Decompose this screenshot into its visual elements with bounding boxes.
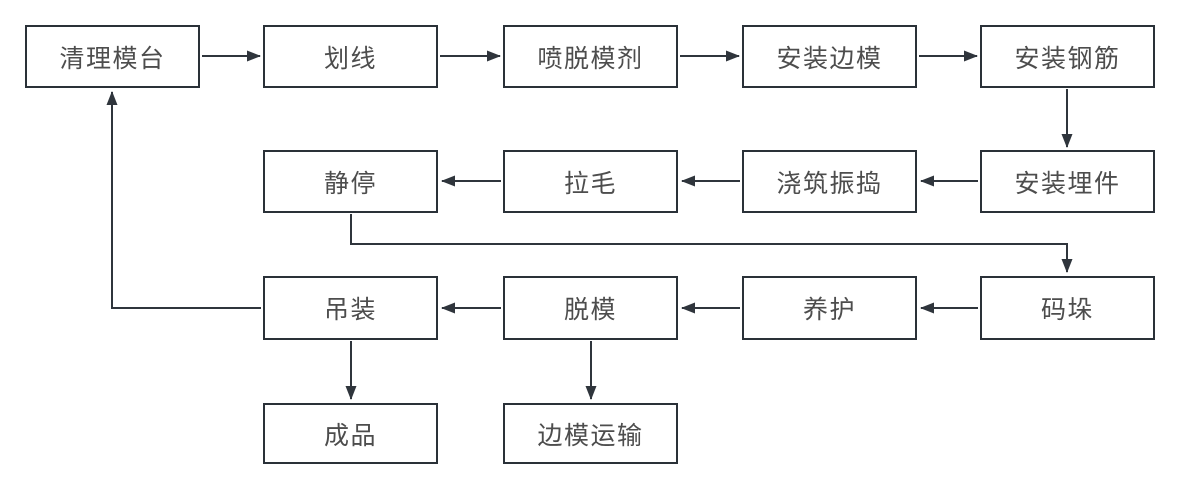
flow-node-label: 成品 xyxy=(323,421,377,450)
flow-node-label: 码垛 xyxy=(1040,296,1094,324)
flow-node-label: 安装边模 xyxy=(776,44,883,73)
flow-node-label: 安装钢筋 xyxy=(1014,44,1121,73)
flow-node-stacking: 码垛 xyxy=(980,276,1155,340)
flow-node-spray-release-agent: 喷脱模剂 xyxy=(503,25,678,88)
flow-node-install-embedded-parts: 安装埋件 xyxy=(980,150,1155,213)
flow-node-finished-product: 成品 xyxy=(263,403,438,464)
arrow-hoisting-to-clean-mold-table xyxy=(106,91,261,309)
flow-node-install-rebar: 安装钢筋 xyxy=(980,25,1155,88)
flow-node-clean-mold-table: 清理模台 xyxy=(25,25,200,88)
flow-node-side-mold-transport: 边模运输 xyxy=(503,403,678,464)
flow-node-label: 脱模 xyxy=(563,296,617,324)
flow-node-static-rest: 静停 xyxy=(263,150,438,213)
flow-node-label: 清理模台 xyxy=(59,44,166,73)
flow-node-label: 边模运输 xyxy=(537,421,644,450)
flow-node-label: 吊装 xyxy=(323,296,377,324)
flow-node-label: 养护 xyxy=(802,296,856,324)
arrow-static-rest-to-stacking xyxy=(350,214,1073,273)
flow-node-install-side-molds: 安装边模 xyxy=(742,25,917,88)
flow-node-roughening: 拉毛 xyxy=(503,150,678,213)
flow-node-label: 静停 xyxy=(323,169,377,198)
flow-node-demolding: 脱模 xyxy=(503,276,678,340)
flow-node-label: 安装埋件 xyxy=(1014,169,1121,198)
flow-node-pour-vibrate: 浇筑振捣 xyxy=(742,150,917,213)
flow-node-label: 喷脱模剂 xyxy=(537,44,644,73)
flow-node-label: 浇筑振捣 xyxy=(776,169,883,198)
flow-node-curing: 养护 xyxy=(742,276,917,340)
flow-node-label: 划线 xyxy=(323,44,377,73)
flow-node-label: 拉毛 xyxy=(563,169,617,198)
flow-node-hoisting: 吊装 xyxy=(263,276,438,340)
flow-node-marking: 划线 xyxy=(263,25,438,88)
